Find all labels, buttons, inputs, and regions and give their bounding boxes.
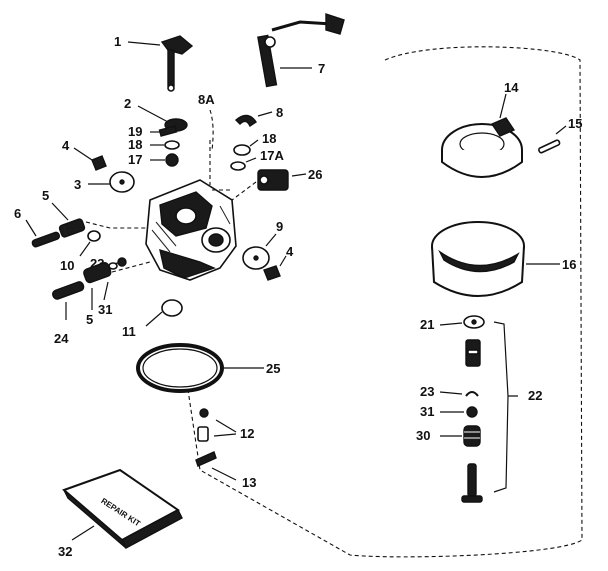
callout-2: 2	[124, 96, 131, 111]
part-10-washer	[87, 230, 101, 242]
part-26-fuel-fitting	[257, 169, 289, 191]
part-4-screw-upper	[91, 155, 107, 171]
callout-11: 11	[122, 324, 136, 339]
part-32-repair-kit: REPAIR KIT	[62, 468, 183, 549]
callout-4-lower: 4	[286, 244, 294, 259]
part-17-dust-seal	[165, 153, 179, 167]
inlet-needle-screw	[461, 463, 483, 503]
part-21-washer	[463, 315, 485, 329]
part-18-choke-seal	[233, 144, 251, 156]
callout-18-left: 18	[128, 137, 142, 152]
callout-21: 21	[420, 317, 434, 332]
callout-17: 17	[128, 152, 142, 167]
callout-30: 30	[416, 428, 430, 443]
callout-8: 8	[276, 105, 283, 120]
part-7-choke-lever	[257, 13, 345, 88]
carburetor-body	[145, 179, 237, 281]
part-17a-dust-seal	[230, 161, 246, 171]
callout-32: 32	[58, 544, 72, 559]
callout-26: 26	[308, 167, 322, 182]
part-4-screw-lower	[263, 265, 281, 281]
callout-5-lower: 5	[86, 312, 93, 327]
part-24-needle-valve	[52, 281, 85, 300]
part-16-float-bowl	[431, 221, 525, 297]
callout-10: 10	[60, 258, 74, 273]
part-25-bowl-gasket	[136, 343, 224, 393]
assembly-boundary-dashed	[184, 46, 583, 558]
part-5-spring-lower	[83, 262, 112, 284]
callout-9: 9	[276, 219, 283, 234]
callout-4-upper: 4	[62, 138, 70, 153]
callout-22: 22	[528, 388, 542, 403]
callout-15: 15	[568, 116, 582, 131]
part-19-screw	[158, 125, 178, 137]
part-5-spring-upper	[58, 218, 86, 238]
part-1-throttle-shaft	[160, 35, 194, 92]
inlet-seat-fitting	[465, 339, 481, 367]
part-9-gasket	[242, 246, 270, 270]
callout-8a: 8A	[198, 92, 215, 107]
part-23-o-ring-right	[465, 391, 479, 397]
callout-16: 16	[562, 257, 576, 272]
part-8a-spring	[209, 109, 214, 151]
part-13-retainer	[195, 451, 217, 467]
part-11-plug	[161, 299, 183, 317]
part-30-spring	[463, 425, 481, 447]
part-15-float-pin	[538, 139, 561, 154]
callout-1: 1	[114, 34, 121, 49]
part-3-diaphragm	[109, 171, 135, 193]
callout-23-right: 23	[420, 384, 434, 399]
callout-6: 6	[14, 206, 21, 221]
part-23-o-ring-left	[117, 257, 127, 267]
part-12-bowl-parts	[197, 408, 209, 442]
callout-5-upper: 5	[42, 188, 49, 203]
callout-17a: 17A	[260, 148, 284, 163]
part-8-choke-plate	[234, 114, 257, 128]
callout-18-right: 18	[262, 131, 276, 146]
part-14-float	[441, 117, 523, 178]
callout-13: 13	[242, 475, 256, 490]
part-31-washer-right	[466, 406, 478, 418]
callout-3: 3	[74, 177, 81, 192]
part-18-seal	[164, 140, 180, 150]
callout-14: 14	[504, 80, 519, 95]
callout-7: 7	[318, 61, 325, 76]
part-6-idle-screw	[31, 231, 61, 248]
callout-31-left: 31	[98, 302, 112, 317]
part-22-bracket	[493, 321, 518, 493]
callout-19: 19	[128, 124, 142, 139]
callout-31-right: 31	[420, 404, 434, 419]
callout-24: 24	[54, 331, 69, 346]
callout-12: 12	[240, 426, 254, 441]
callout-25: 25	[266, 361, 280, 376]
